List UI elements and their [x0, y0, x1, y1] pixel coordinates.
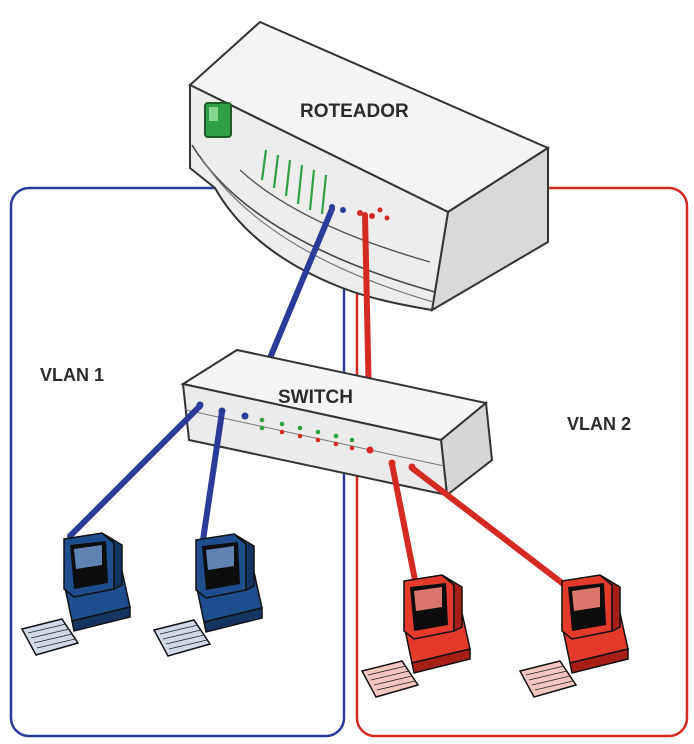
computer-icon [21, 532, 131, 656]
switch-label: SWITCH [278, 387, 353, 408]
vlan1-label: VLAN 1 [40, 365, 104, 385]
vlan2-label: VLAN 2 [567, 414, 631, 434]
computer-icon [153, 533, 263, 657]
router-icon [188, 20, 551, 312]
router-label: ROTEADOR [300, 101, 409, 122]
switch-pc-links [67, 403, 569, 589]
computer-icon [361, 574, 471, 698]
computer-icon [519, 574, 629, 698]
switch-icon [180, 348, 494, 497]
